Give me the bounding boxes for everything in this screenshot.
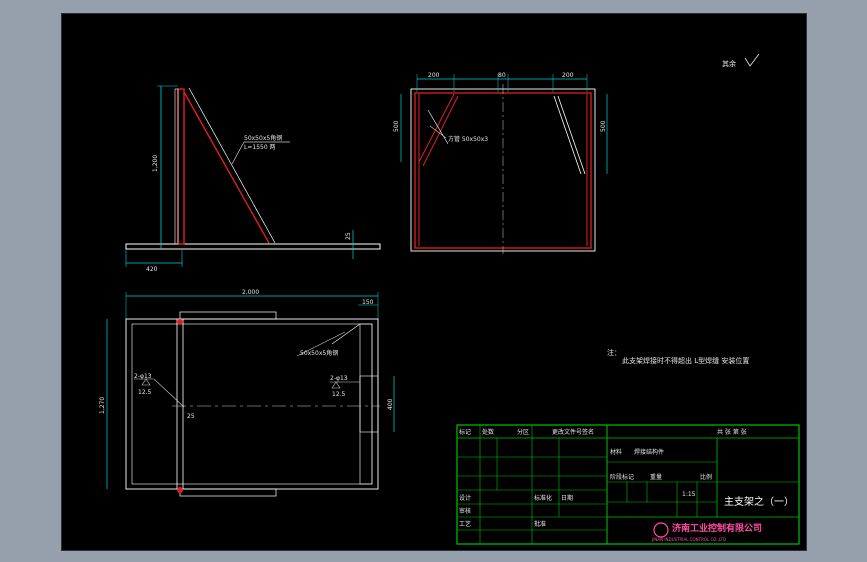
plan-width-dim: 2,000: [242, 289, 259, 296]
title-block: [456, 424, 800, 545]
tb-standard-label: 标准化: [534, 494, 552, 502]
title-block-text: 标记 处数 分区 更改文件号 签名 共 张 第 张 设计 审核 工艺 标准化 批…: [459, 428, 794, 542]
tb-scale: 1:15: [682, 491, 696, 498]
plan-weld-left-top: 2-φ13: [134, 373, 152, 380]
tb-company: 济南工业控制有限公司: [672, 522, 762, 534]
side-height-dim: 1,200: [152, 155, 159, 172]
plan-outer-frame: [125, 318, 379, 490]
top-dim-mid: 80: [498, 72, 506, 79]
top-view: 200 80 200 500 500 方管 50x50x3: [393, 72, 608, 254]
drawing-sheet: 1,200 420 25 50x50x5角钢 L=1550 两: [61, 13, 807, 551]
tb-sign-label: 签名: [582, 428, 594, 436]
plan-weld-right-symbol: [331, 381, 341, 389]
plan-corner-brace: [331, 323, 361, 345]
side-view: 1,200 420 25 50x50x5角钢 L=1550 两: [125, 85, 381, 273]
tb-craft-label: 工艺: [459, 520, 471, 528]
plan-weld-left-bottom: 12.5: [138, 389, 152, 396]
side-vertical-post: [177, 88, 185, 245]
tb-part-name: 焊接结构件: [634, 448, 664, 456]
top-left-brace-a: [418, 93, 455, 163]
plan-weld-left-leader: [153, 378, 185, 408]
tb-checker-label: 审核: [459, 507, 471, 515]
plan-right-bracket: [359, 375, 379, 433]
side-brace-label: 50x50x5角钢: [244, 134, 282, 142]
tb-drawing-title: 主支架之（一）: [724, 495, 794, 508]
top-brace-label: 方管 50x50x3: [448, 135, 488, 143]
plan-right-channel: [359, 323, 373, 485]
plan-small-dim: 25: [187, 413, 195, 420]
title-block-border: [456, 424, 800, 545]
top-left-cross: [427, 109, 449, 145]
tb-stage-label: 阶段标记: [610, 473, 634, 481]
side-post-flange: [174, 88, 179, 245]
side-diagonal-brace-outer: [183, 91, 270, 244]
plan-weld-left-symbol: [141, 378, 151, 386]
plan-view: 2,000 150 1,270 400 50x50x5角钢 2-φ13 12.5…: [99, 289, 395, 497]
tb-approve-label: 批准: [534, 520, 546, 528]
plan-top-weld-mark: [177, 319, 183, 325]
side-base-plate: [125, 243, 381, 250]
plan-weld-right-bottom: 12.5: [332, 391, 346, 398]
top-right-brace-b: [557, 95, 586, 175]
roughness-label: 其余: [722, 59, 736, 68]
plan-angle-label: 50x50x5角钢: [300, 349, 338, 357]
tb-mark-label: 标记: [459, 428, 471, 436]
tb-material-label: 材料: [610, 448, 622, 456]
side-diagonal-brace-inner: [188, 87, 276, 244]
plan-inner-frame: [131, 323, 373, 485]
notes-heading: 注：: [607, 348, 621, 357]
tb-count-label: 处数: [482, 428, 494, 436]
top-dim-right: 200: [562, 72, 574, 79]
side-brace-leader: [231, 141, 245, 165]
company-logo-icon: [653, 522, 669, 538]
top-right-brace-a: [553, 95, 582, 175]
plan-right-height-dim: 400: [387, 398, 394, 410]
tb-weight-label: 重量: [650, 473, 662, 481]
notes-line-1: 此支架焊接时不得超出 L型焊缝 安装位置: [622, 356, 749, 365]
tb-company-en: JINAN INDUSTRIAL CONTROL CO.,LTD: [651, 537, 726, 542]
plan-bottom-weld-mark: [177, 487, 183, 493]
top-brace-leader: [429, 125, 447, 139]
plan-bottom-plate: [179, 488, 277, 497]
plan-weld-right-top: 2-φ13: [330, 375, 348, 382]
top-height-left: 500: [393, 120, 400, 132]
roughness-check-icon: [744, 53, 760, 67]
tb-sheet-label: 共 张 第 张: [717, 428, 747, 436]
tb-change-label: 更改文件号: [552, 428, 582, 436]
top-dim-left: 200: [428, 72, 440, 79]
cad-drawing: 1,200 420 25 50x50x5角钢 L=1550 两: [99, 53, 800, 545]
tb-zone-label: 分区: [517, 428, 529, 436]
tb-date-label: 日期: [561, 494, 573, 502]
side-base-dim: 420: [146, 266, 158, 273]
side-small-dim: 25: [345, 232, 352, 240]
tb-ratio-label: 比例: [700, 473, 712, 481]
top-height-right: 500: [600, 120, 607, 132]
side-brace-length: L=1550 两: [244, 144, 276, 151]
plan-height-dim: 1,270: [99, 397, 106, 414]
plan-angle-leader: [296, 331, 346, 357]
plan-top-plate: [179, 311, 277, 320]
plan-right-dim: 150: [362, 299, 374, 306]
tb-designer-label: 设计: [459, 494, 471, 502]
